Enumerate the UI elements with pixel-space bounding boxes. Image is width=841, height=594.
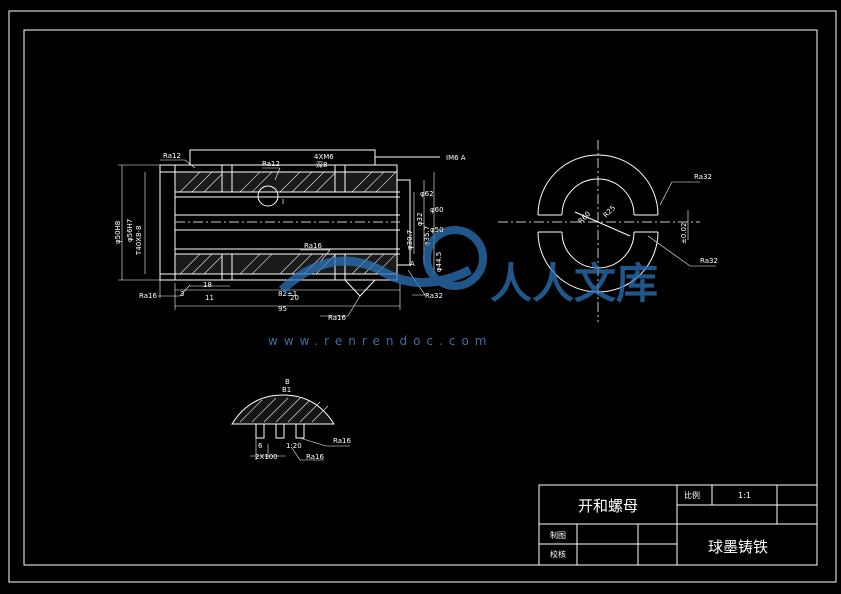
dim-text: A <box>410 260 415 268</box>
dim-text: φ30.7 <box>406 230 414 250</box>
dim-text: φ35.7 <box>423 226 431 246</box>
dim-text: 1:20 <box>286 442 302 450</box>
dim-text: 6 <box>258 442 263 450</box>
dim-text: 4XM6 <box>314 153 334 161</box>
roughness-label: Ra12 <box>262 160 280 168</box>
dim-text: R60 <box>577 210 592 225</box>
material: 球墨铸铁 <box>708 538 768 556</box>
roughness-label: Ra32 <box>694 173 712 181</box>
dim-text: IM6 A <box>446 154 466 162</box>
dim-text: 深8 <box>316 160 327 169</box>
dim-text: ±0.02 <box>680 223 688 244</box>
dimension-texts: Ra12 Ra12 Ra16 Ra16 Ra16 Ra32 Ra32 Ra32 … <box>114 152 718 461</box>
outer-border <box>8 10 837 583</box>
roughness-label: Ra16 <box>304 242 322 250</box>
dim-text: φ56H7 <box>126 219 134 242</box>
dim-text: φ44.5 <box>435 252 443 272</box>
dim-text: φ50H8 <box>114 221 122 244</box>
dim-text: 2X100 <box>255 453 278 461</box>
checked-label: 校核 <box>550 549 566 559</box>
inner-border <box>23 29 818 566</box>
dim-text: 95 <box>278 305 287 313</box>
dim-text: 82±1 <box>278 290 297 298</box>
title-block <box>538 484 818 566</box>
dim-text: φ50 <box>430 226 444 234</box>
dim-text: φ62 <box>420 190 434 198</box>
scale-label: 比例 <box>684 490 700 500</box>
drawn-label: 制图 <box>550 530 566 540</box>
part-name: 开和螺母 <box>578 497 638 515</box>
dim-text: 11 <box>205 294 214 302</box>
roughness-label: Ra12 <box>163 152 181 160</box>
dim-text: B <box>285 378 290 386</box>
detail-view <box>231 394 350 461</box>
roughness-label: Ra16 <box>333 437 351 445</box>
roughness-label: Ra32 <box>425 292 443 300</box>
dim-text: I <box>282 198 284 206</box>
scale-value: 1:1 <box>738 491 751 500</box>
roughness-label: Ra16 <box>306 453 324 461</box>
dim-text: φ60 <box>430 206 444 214</box>
dim-text: B1 <box>282 386 291 394</box>
hatching <box>179 171 397 275</box>
roughness-label: Ra16 <box>139 292 157 300</box>
dim-text: R25 <box>602 204 617 219</box>
dim-text: T40X8-8 <box>135 226 143 256</box>
dim-text: 3 <box>180 290 184 298</box>
watermark-brand: 人人文库 <box>490 259 658 308</box>
roughness-label: Ra16 <box>328 314 346 322</box>
watermark-url: www.renrendoc.com <box>268 334 492 348</box>
roughness-label: Ra32 <box>700 257 718 265</box>
dim-text: 20 <box>290 294 299 302</box>
side-view <box>498 140 716 322</box>
dim-text: φ32 <box>416 212 424 226</box>
watermark-logo: 人人文库 <box>278 226 658 308</box>
dim-text: 18 <box>203 281 212 289</box>
